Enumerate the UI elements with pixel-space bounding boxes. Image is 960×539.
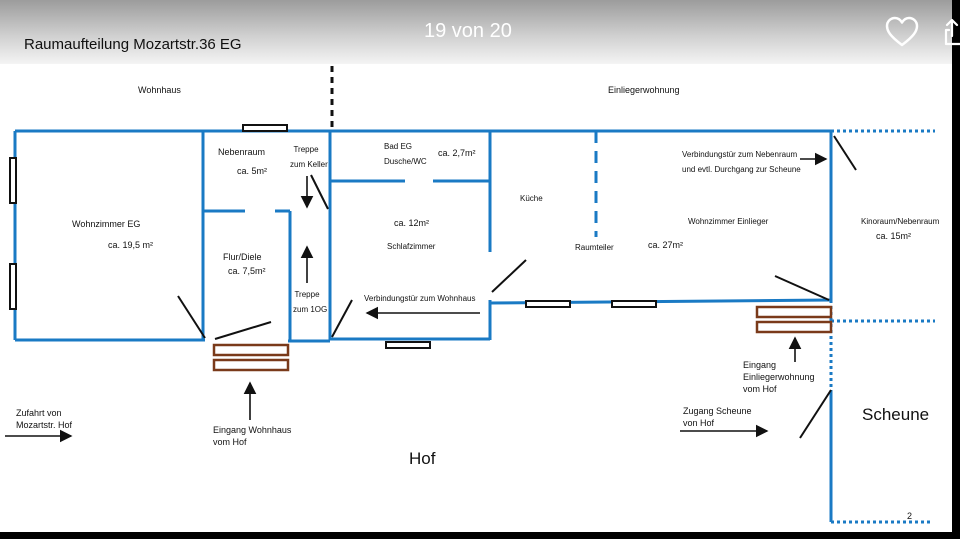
section-label-einliegerwohnung: Einliegerwohnung	[608, 85, 680, 95]
room-area-bad: ca. 2,7m²	[438, 148, 476, 158]
label-raumteiler: Raumteiler	[575, 243, 614, 252]
room-name-wohnzimmer-einlieger: Wohnzimmer Einlieger	[688, 217, 769, 226]
entrance-steps	[212, 305, 833, 372]
label-scheune: Scheune	[862, 405, 930, 424]
label-eingang-einlieger-1: Eingang	[743, 360, 777, 370]
label-verbindung-nebenraum-2: und evtl. Durchgang zur Scheune	[682, 165, 801, 174]
room-name-schlafzimmer: Schlafzimmer	[387, 242, 436, 251]
plan-title: Raumaufteilung Mozartstr.36 EG	[24, 36, 242, 53]
label-treppe-og-2: zum 1OG	[293, 305, 328, 314]
label-eingang-einlieger-2: Einliegerwohnung	[743, 372, 815, 382]
heart-icon[interactable]	[884, 14, 920, 50]
room-name-kinoraum: Kinoraum/Nebenraum	[861, 217, 940, 226]
label-hof: Hof	[409, 449, 436, 468]
room-area-kinoraum: ca. 15m²	[876, 231, 912, 241]
floor-plan-drawing	[5, 66, 935, 524]
room-name-kueche: Küche	[520, 194, 543, 203]
label-zugang-scheune-2: von Hof	[683, 418, 715, 428]
room-area-flur: ca. 7,5m²	[228, 266, 266, 276]
room-name-nebenraum: Nebenraum	[218, 147, 266, 157]
floor-plan-image: Raumaufteilung Mozartstr.36 EG Wohnhaus …	[0, 0, 952, 532]
label-zufahrt-1: Zufahrt von	[16, 408, 62, 418]
label-treppe-keller-1: Treppe	[293, 145, 319, 154]
windows	[9, 124, 657, 349]
label-eingang-wohnhaus-2: vom Hof	[213, 437, 247, 447]
label-eingang-wohnhaus-1: Eingang Wohnhaus	[213, 425, 292, 435]
room-name-bad-1: Bad EG	[384, 142, 413, 151]
page-number: 2	[907, 511, 913, 521]
walls	[13, 129, 833, 522]
label-treppe-og-1: Treppe	[294, 290, 320, 299]
label-verbindung-nebenraum-1: Verbindungstür zum Nebenraum	[682, 150, 798, 159]
room-area-nebenraum: ca. 5m²	[237, 166, 268, 176]
room-area-wohnzimmer-einlieger: ca. 27m²	[648, 240, 684, 250]
image-top-shade	[0, 0, 952, 64]
room-name-bad-2: Dusche/WC	[384, 157, 427, 166]
room-name-flur: Flur/Diele	[223, 252, 262, 262]
label-treppe-keller-2: zum Keller	[290, 160, 328, 169]
room-area-wohnzimmer: ca. 19,5 m²	[108, 240, 154, 250]
label-zugang-scheune-1: Zugang Scheune	[683, 406, 752, 416]
label-zufahrt-2: Mozartstr. Hof	[16, 420, 73, 430]
image-counter: 19 von 20	[424, 20, 512, 42]
label-verbindung-wohnhaus: Verbindungstür zum Wohnhaus	[364, 294, 476, 303]
room-name-wohnzimmer: Wohnzimmer EG	[72, 219, 141, 229]
share-icon[interactable]	[944, 18, 960, 46]
room-area-schlafzimmer: ca. 12m²	[394, 218, 430, 228]
doors	[177, 135, 857, 439]
section-label-wohnhaus: Wohnhaus	[138, 85, 181, 95]
label-eingang-einlieger-3: vom Hof	[743, 384, 777, 394]
dotted-walls	[829, 129, 935, 524]
arrows	[5, 152, 828, 443]
